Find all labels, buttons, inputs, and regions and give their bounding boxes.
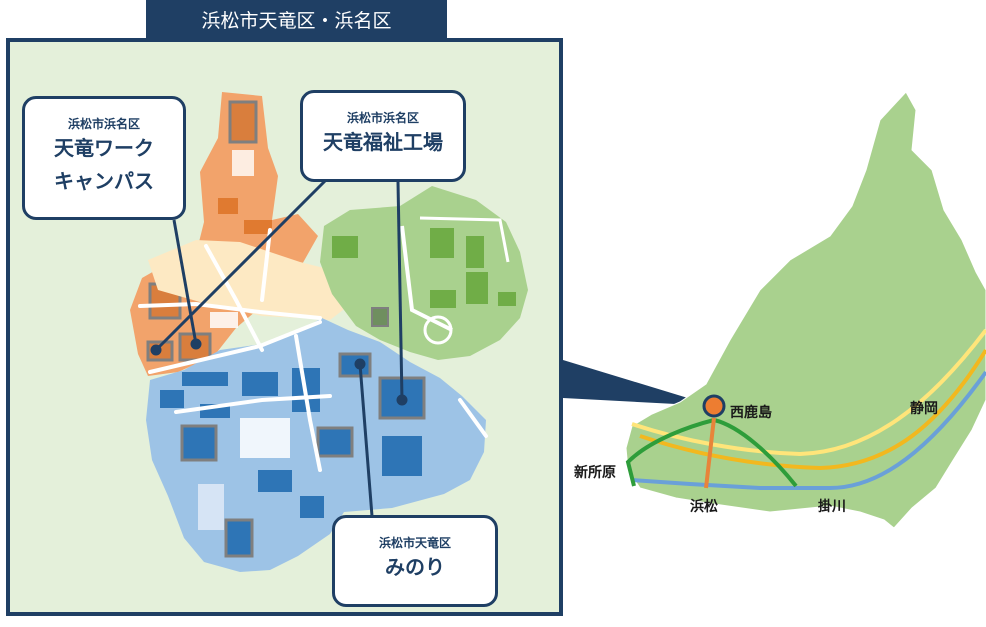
callout-area-label: 浜松市浜名区 [346,111,419,125]
callout-area-label: 浜松市天竜区 [378,536,451,550]
rail-line-yellow [631,328,986,457]
callout-facility-name-line1: 天竜ワーク [54,136,154,160]
map-title-text: 浜松市天竜区・浜名区 [201,9,392,32]
roads [138,228,488,472]
callout-area-label: 浜松市浜名区 [67,117,140,131]
nishikajima-marker [702,394,726,418]
callout-minori: 浜松市天竜区 みのり [332,515,498,607]
place-label-shizuoka: 静岡 [910,401,938,417]
place-label-kakegawa: 掛川 [818,499,846,515]
callout-tenryu-welfare-factory: 浜松市浜名区 天竜福祉工場 [300,90,466,182]
region-map [625,91,986,529]
callout-facility-name: みのり [385,555,445,579]
leader-lines [150,174,408,517]
rail-line-gold [639,348,986,471]
zone-cream [148,240,356,320]
callout-tenryu-work-campus: 浜松市浜名区 天竜ワーク キャンパス [22,96,186,220]
place-label-hamamatsu: 浜松 [690,499,718,515]
cream-zone-shape [148,240,356,320]
place-label-shinjohara: 新所原 [574,465,616,481]
zone-green [320,186,528,360]
rail-line-blue [631,370,986,490]
callout-facility-name-line2: キャンパス [54,169,154,193]
inset-pointer [563,360,714,406]
region-landmass [625,91,986,529]
place-label-nishikajima: 西鹿島 [730,405,772,421]
map-title: 浜松市天竜区・浜名区 [146,0,447,38]
rail-line-orange [704,417,716,489]
callout-facility-name: 天竜福祉工場 [323,130,443,154]
